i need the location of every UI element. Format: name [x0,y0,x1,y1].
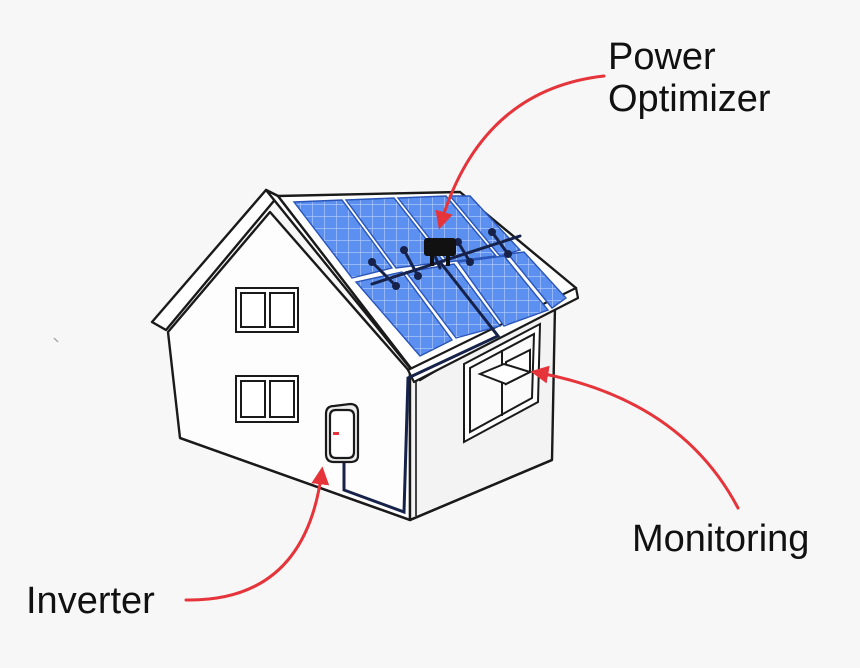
monitoring-label: Monitoring [632,518,810,560]
stray-mark [53,337,59,343]
power-optimizer-arrow [435,74,606,230]
monitoring-arrow [530,365,740,510]
laptop-icon [477,348,533,386]
power-optimizer-icon [424,238,456,266]
solar-panel [456,255,550,327]
window-upper [235,287,299,333]
inverter-arrow [184,466,330,602]
solar-panel [292,199,394,279]
gable-windows [235,287,299,423]
inverter-brand-mark [333,432,339,435]
callout-arrows [184,74,740,602]
inverter-box-icon [324,402,360,464]
solar-panel [506,251,568,309]
power-optimizer-label-line1: Power [608,36,716,78]
power-optimizer-label-line2: Optimizer [608,78,771,120]
power-optimizer-label: Power Optimizer [608,36,771,120]
inverter-label: Inverter [26,580,155,622]
window-lower [235,375,299,423]
